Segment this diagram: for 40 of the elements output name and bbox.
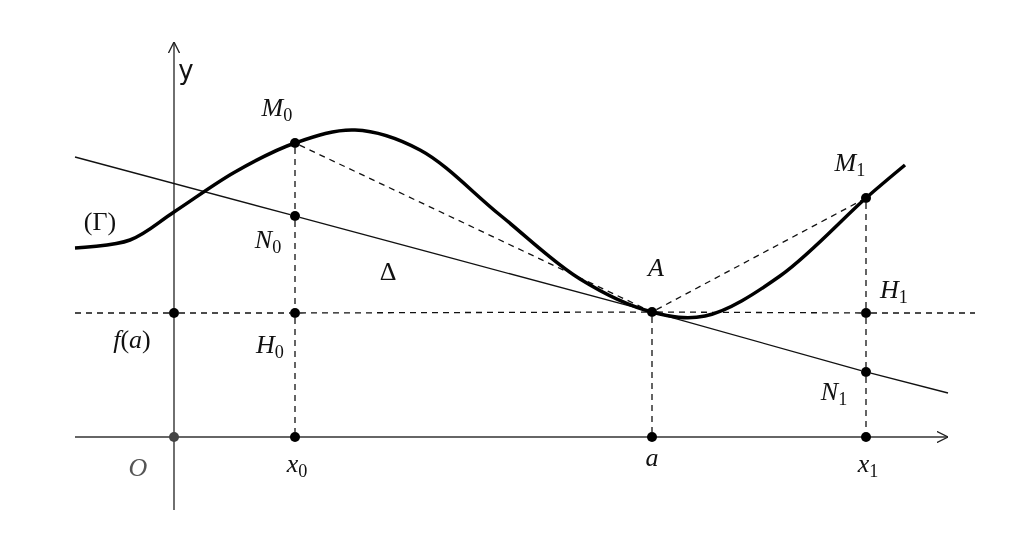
dashed-line	[651, 316, 653, 433]
point-marker	[861, 193, 871, 203]
point-marker	[169, 308, 179, 318]
dashed-line	[865, 317, 867, 368]
point-label: N$_{1}$	[820, 379, 848, 405]
point-label: a	[645, 445, 659, 471]
point-label: H$_{1}$	[880, 277, 908, 303]
point-marker	[647, 307, 657, 317]
point-marker	[861, 367, 871, 377]
dashed-line	[299, 311, 648, 314]
point-marker	[861, 308, 871, 318]
dashed-line	[74, 312, 170, 314]
axis-label: y	[178, 57, 194, 83]
point-marker	[861, 432, 871, 442]
point-label: M$_{1}$	[834, 150, 866, 176]
point-label: x$_{1}$	[857, 451, 879, 477]
point-marker	[290, 308, 300, 318]
dashed-line	[178, 312, 291, 314]
point-label: M$_{0}$	[261, 95, 293, 121]
point-label: x$_{0}$	[286, 451, 308, 477]
point-marker	[290, 211, 300, 221]
point-label: N$_{0}$	[254, 227, 282, 253]
curve-label: (Γ)	[83, 209, 117, 235]
dashed-line	[656, 311, 862, 314]
point-label: H$_{0}$	[256, 332, 284, 358]
dashed-line	[294, 147, 296, 212]
point-marker	[169, 432, 179, 442]
dashed-line	[870, 312, 976, 314]
tangent-line	[870, 372, 949, 394]
dashed-line	[655, 199, 863, 311]
point-marker	[290, 432, 300, 442]
point-marker	[647, 432, 657, 442]
point-label: f(a)	[113, 327, 151, 353]
dashed-line	[294, 317, 296, 433]
point-label: O	[128, 455, 148, 481]
tangent-line	[74, 156, 291, 216]
dashed-line	[865, 202, 867, 309]
line-label: Δ	[379, 259, 397, 285]
point-label: A	[648, 255, 664, 281]
point-marker	[290, 138, 300, 148]
